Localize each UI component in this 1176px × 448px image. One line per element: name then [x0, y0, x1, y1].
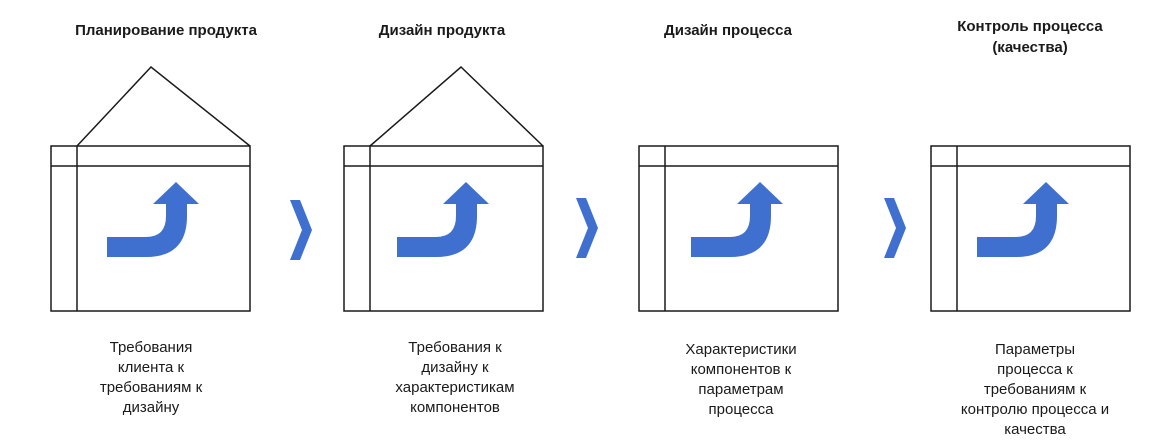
stage-2-description: Требования к дизайну к характеристикам к…	[350, 338, 560, 418]
stage-4-up-arrow-icon	[977, 182, 1069, 257]
stage-4-description-line-3: требованиям к	[983, 381, 1087, 398]
stage-3-matrix-icon	[638, 145, 839, 312]
stage-2-matrix	[343, 145, 544, 312]
stage-2-description-line-4: компонентов	[410, 399, 500, 416]
stage-3-title: Дизайн процесса	[608, 20, 848, 41]
stage-3-up-arrow-icon	[691, 182, 783, 257]
stage-2-title-text: Дизайн продукта	[378, 22, 506, 39]
stage-1-description-line-1: Требования	[109, 339, 193, 356]
stage-3-description-line-2: компонентов к	[690, 361, 792, 378]
stage-1-description-line-2: клиента к	[117, 359, 185, 376]
stage-4-matrix	[930, 145, 1131, 312]
chevron-right-icon	[884, 198, 906, 258]
stage-3-description-line-4: процесса	[708, 401, 774, 418]
stage-2-description-line-1: Требования к	[408, 339, 502, 356]
stage-2-up-arrow-icon	[397, 182, 489, 257]
stage-4-description-line-2: процесса к	[997, 361, 1073, 378]
stage-4-description: Параметры процесса к требованиям к контр…	[930, 340, 1140, 440]
stage-1-title-text: Планирование продукта	[75, 22, 257, 39]
stage-1-roof	[76, 65, 251, 147]
stage-1-house-of-quality-icon	[50, 65, 251, 312]
stage-2-title: Дизайн продукта	[322, 20, 562, 41]
chevron-right-icon	[576, 198, 598, 258]
stage-2-house-of-quality-icon	[343, 65, 544, 312]
stage-4-description-line-1: Параметры	[995, 341, 1075, 358]
stage-4-description-line-5: качества	[1004, 421, 1066, 438]
stage-2-description-line-3: характеристикам	[395, 379, 515, 396]
stage-2-description-line-2: дизайну к	[421, 359, 489, 376]
stage-4-matrix-icon	[930, 145, 1131, 312]
stage-4-title-line-1: Контроль процесса	[957, 18, 1103, 35]
stage-3-description-line-3: параметрам	[698, 381, 784, 398]
stage-4-title-line-2: (качества)	[992, 39, 1068, 56]
stage-1-matrix	[50, 145, 251, 312]
stage-1-title: Планирование продукта	[46, 20, 286, 41]
stage-3-matrix	[638, 145, 839, 312]
stage-1-description-line-4: дизайну	[122, 399, 180, 416]
stage-1-description-line-3: требованиям к	[99, 379, 203, 396]
stage-4-description-line-4: контролю процесса и	[960, 401, 1110, 418]
stage-3-title-text: Дизайн процесса	[664, 22, 792, 39]
stage-3-description-line-1: Характеристики	[685, 341, 797, 358]
stage-3-description: Характеристики компонентов к параметрам …	[636, 340, 846, 420]
stage-1-description: Требования клиента к требованиям к дизай…	[46, 338, 256, 418]
stage-4-title: Контроль процесса (качества)	[910, 16, 1150, 58]
stage-2-roof	[369, 65, 544, 147]
chevron-right-icon	[290, 200, 312, 260]
